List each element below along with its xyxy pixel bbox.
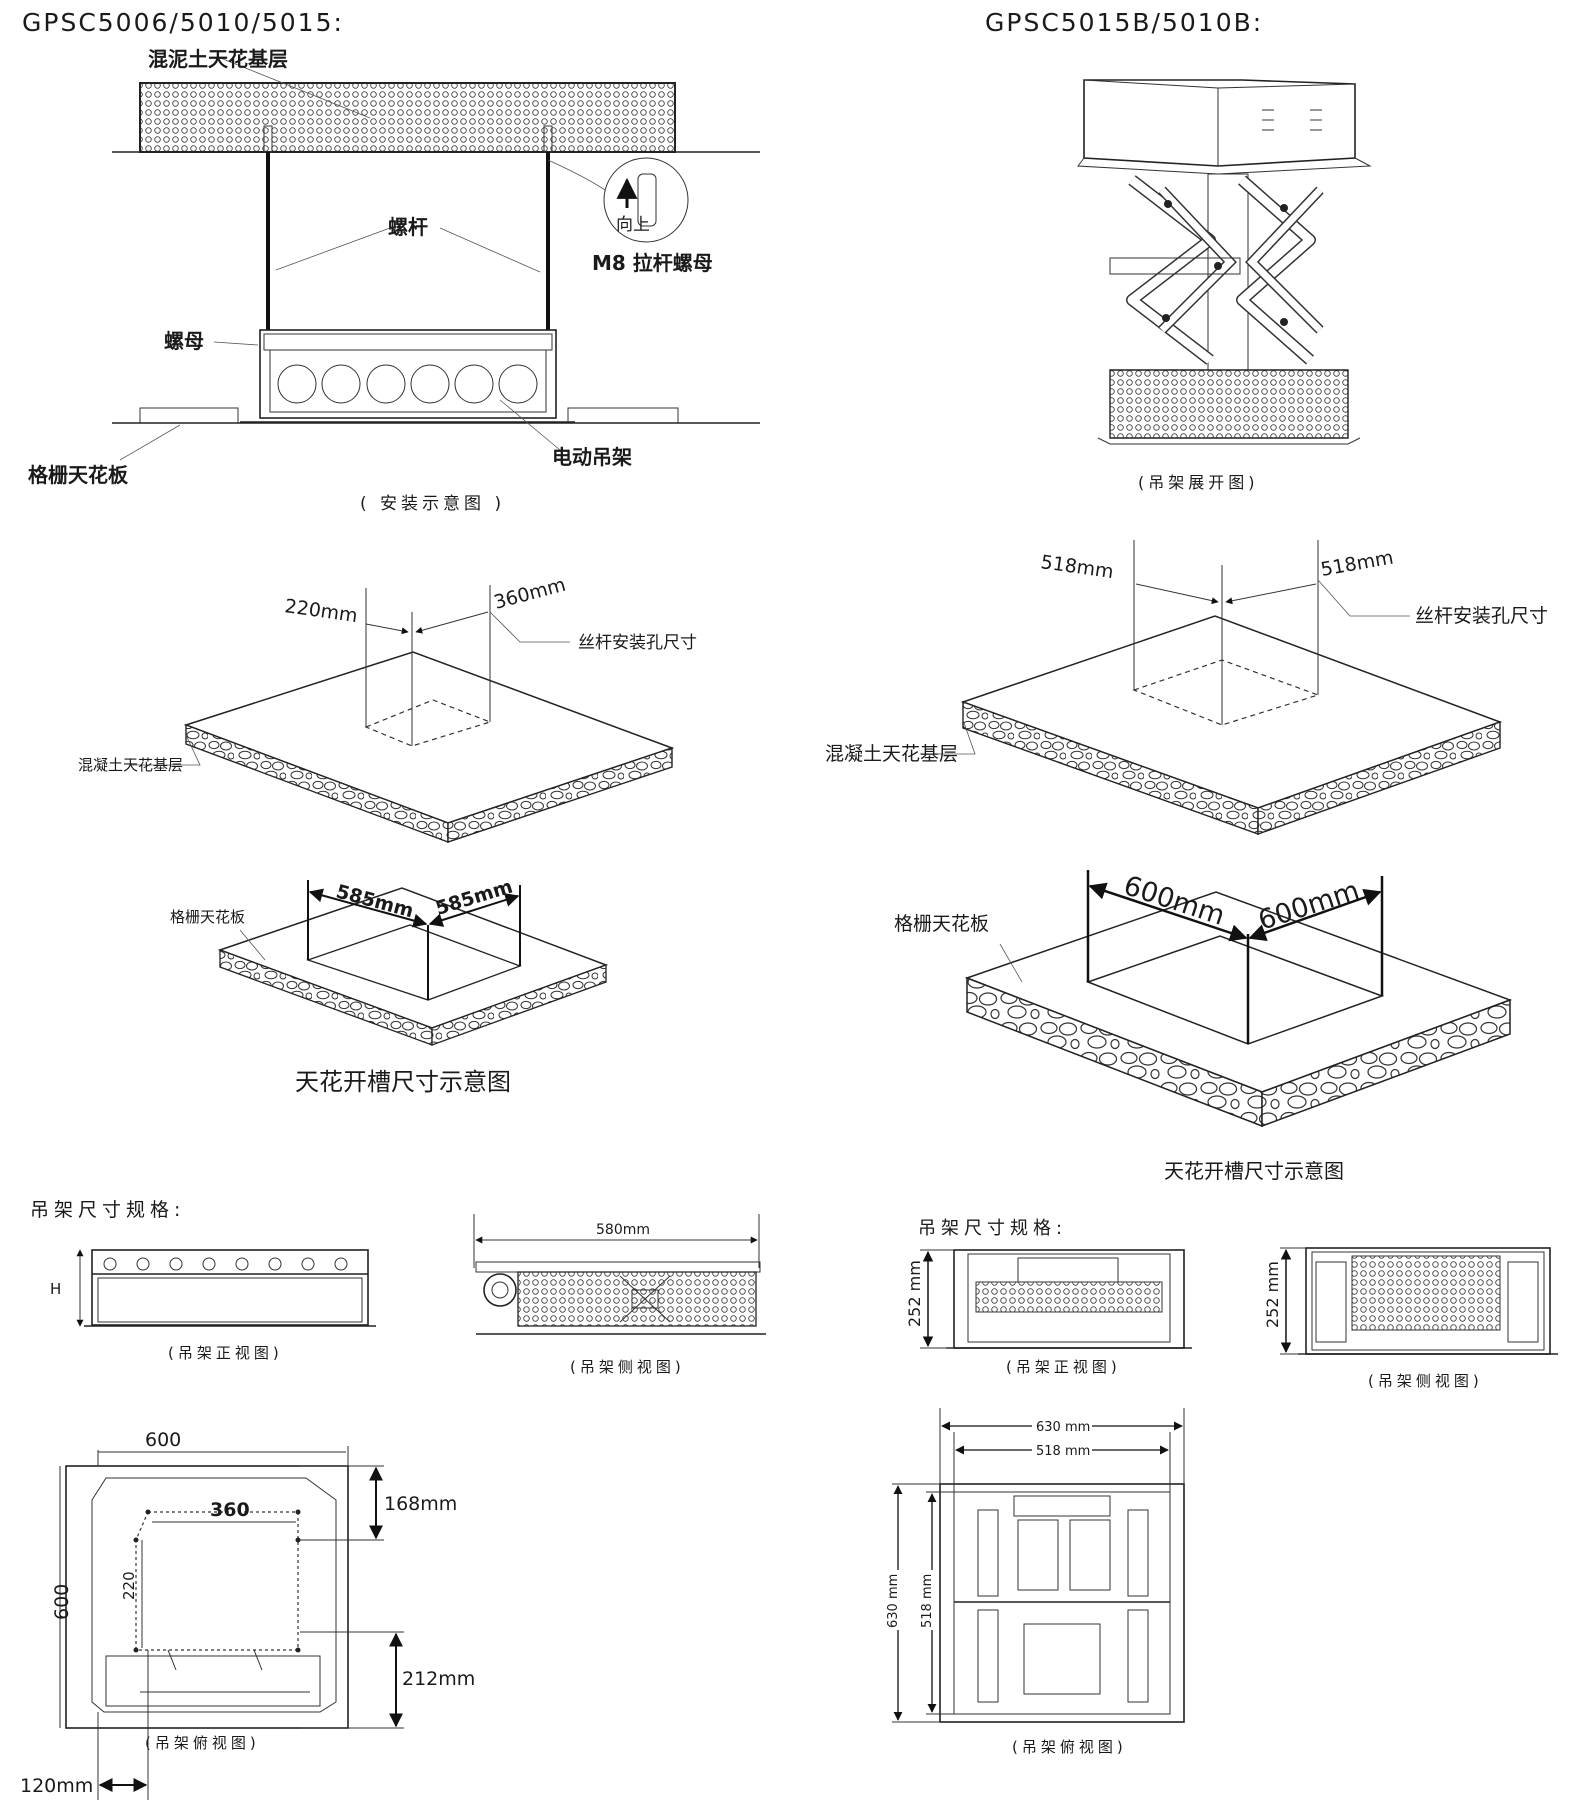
nut-label: 螺母 (164, 329, 204, 353)
left-slot-dim-b: 585mm (433, 876, 515, 920)
left-hole-label: 丝杆安装孔尺寸 (578, 633, 697, 653)
left-hole-diagram: 220mm 360mm 丝杆安装孔尺寸 混凝土天花基层 (78, 574, 697, 844)
left-side-view: 580mm (吊架侧视图) (473, 1214, 766, 1376)
expand-caption: (吊架展开图) (1138, 473, 1259, 492)
install-caption: ( 安装示意图 ) (360, 494, 505, 514)
concrete-ceiling-block (139, 82, 676, 153)
top-dim-bottom: 212mm (402, 1668, 475, 1690)
left-front-view: H (吊架正视图) (50, 1249, 376, 1362)
right-spec-heading: 吊架尺寸规格: (918, 1218, 1067, 1239)
right-front-dim: 252 mm (905, 1260, 924, 1327)
right-side-caption: (吊架侧视图) (1368, 1372, 1483, 1390)
left-side-dim: 580mm (596, 1222, 650, 1238)
m8-nut-detail (603, 157, 689, 243)
left-slot-diagram: 585mm 585mm 格栅天花板 天花开槽尺寸示意图 (170, 876, 609, 1096)
left-top-view: 360 220 600 600 168mm 212mm 120mm (吊架俯视图… (20, 1429, 475, 1800)
left-slot-caption: 天花开槽尺寸示意图 (295, 1068, 511, 1096)
right-top-outer-width: 630 mm (1036, 1420, 1090, 1435)
right-hole-label: 丝杆安装孔尺寸 (1415, 605, 1548, 627)
concrete-label: 混泥土天花基层 (148, 47, 288, 71)
up-label: 向上 (616, 215, 650, 235)
left-front-h-label: H (50, 1280, 61, 1298)
left-hole-dim-b: 360mm (492, 574, 568, 614)
right-slot-diagram: 600mm 600mm 格栅天花板 天花开槽尺寸示意图 (894, 870, 1513, 1183)
left-model-title: GPSC5006/5010/5015: (22, 8, 344, 37)
right-model-title: GPSC5015B/5010B: (985, 8, 1263, 37)
top-dim-left: 120mm (20, 1775, 93, 1797)
left-spec-heading: 吊架尺寸规格: (30, 1199, 185, 1221)
left-concrete-label: 混凝土天花基层 (78, 756, 183, 774)
top-hole-height: 220 (120, 1571, 138, 1600)
right-top-outer-height: 630 mm (886, 1574, 901, 1628)
grid-ceiling-left (139, 407, 239, 424)
top-dim-top: 168mm (384, 1493, 457, 1515)
right-concrete-label: 混凝土天花基层 (825, 743, 958, 765)
electric-lift-box (259, 329, 557, 419)
right-side-view: 252 mm (吊架侧视图) (1263, 1247, 1558, 1390)
top-hole-width: 360 (210, 1499, 250, 1521)
lift-label: 电动吊架 (552, 445, 632, 469)
right-slot-grid-label: 格栅天花板 (894, 913, 989, 935)
rod-label: 螺杆 (388, 215, 428, 239)
left-slot-grid-label: 格栅天花板 (170, 908, 245, 926)
top-height: 600 (51, 1584, 73, 1620)
m8-nut-label: M8 拉杆螺母 (592, 251, 713, 275)
left-side-caption: (吊架侧视图) (570, 1358, 685, 1376)
right-top-caption: (吊架俯视图) (1012, 1738, 1127, 1756)
grid-ceiling-right (567, 407, 679, 424)
right-hole-dim-a: 518mm (1039, 551, 1115, 583)
left-top-caption: (吊架俯视图) (145, 1734, 260, 1752)
top-width: 600 (145, 1429, 181, 1451)
right-front-caption: (吊架正视图) (1006, 1358, 1121, 1376)
right-front-view: 252 mm (吊架正视图) (905, 1249, 1192, 1376)
right-hole-dim-b: 518mm (1319, 547, 1395, 581)
right-top-inner-width: 518 mm (1036, 1444, 1090, 1459)
right-hole-diagram: 518mm 518mm 丝杆安装孔尺寸 混凝土天花基层 (825, 540, 1548, 835)
right-top-view: 630 mm 518 mm 630 mm 518 mm (吊架俯视图) (882, 1408, 1185, 1756)
left-front-caption: (吊架正视图) (168, 1344, 283, 1362)
left-install-diagram: 混泥土天花基层 螺杆 螺母 M8 拉杆螺母 向上 电动吊架 格栅天花板 ( 安装… (28, 47, 760, 514)
right-side-dim: 252 mm (1263, 1261, 1282, 1328)
grid-ceiling-label: 格栅天花板 (28, 463, 129, 487)
right-top-inner-height: 518 mm (920, 1574, 935, 1628)
left-hole-dim-a: 220mm (283, 595, 359, 627)
right-slot-caption: 天花开槽尺寸示意图 (1164, 1159, 1344, 1183)
right-expanded-lift: (吊架展开图) (1077, 79, 1372, 492)
